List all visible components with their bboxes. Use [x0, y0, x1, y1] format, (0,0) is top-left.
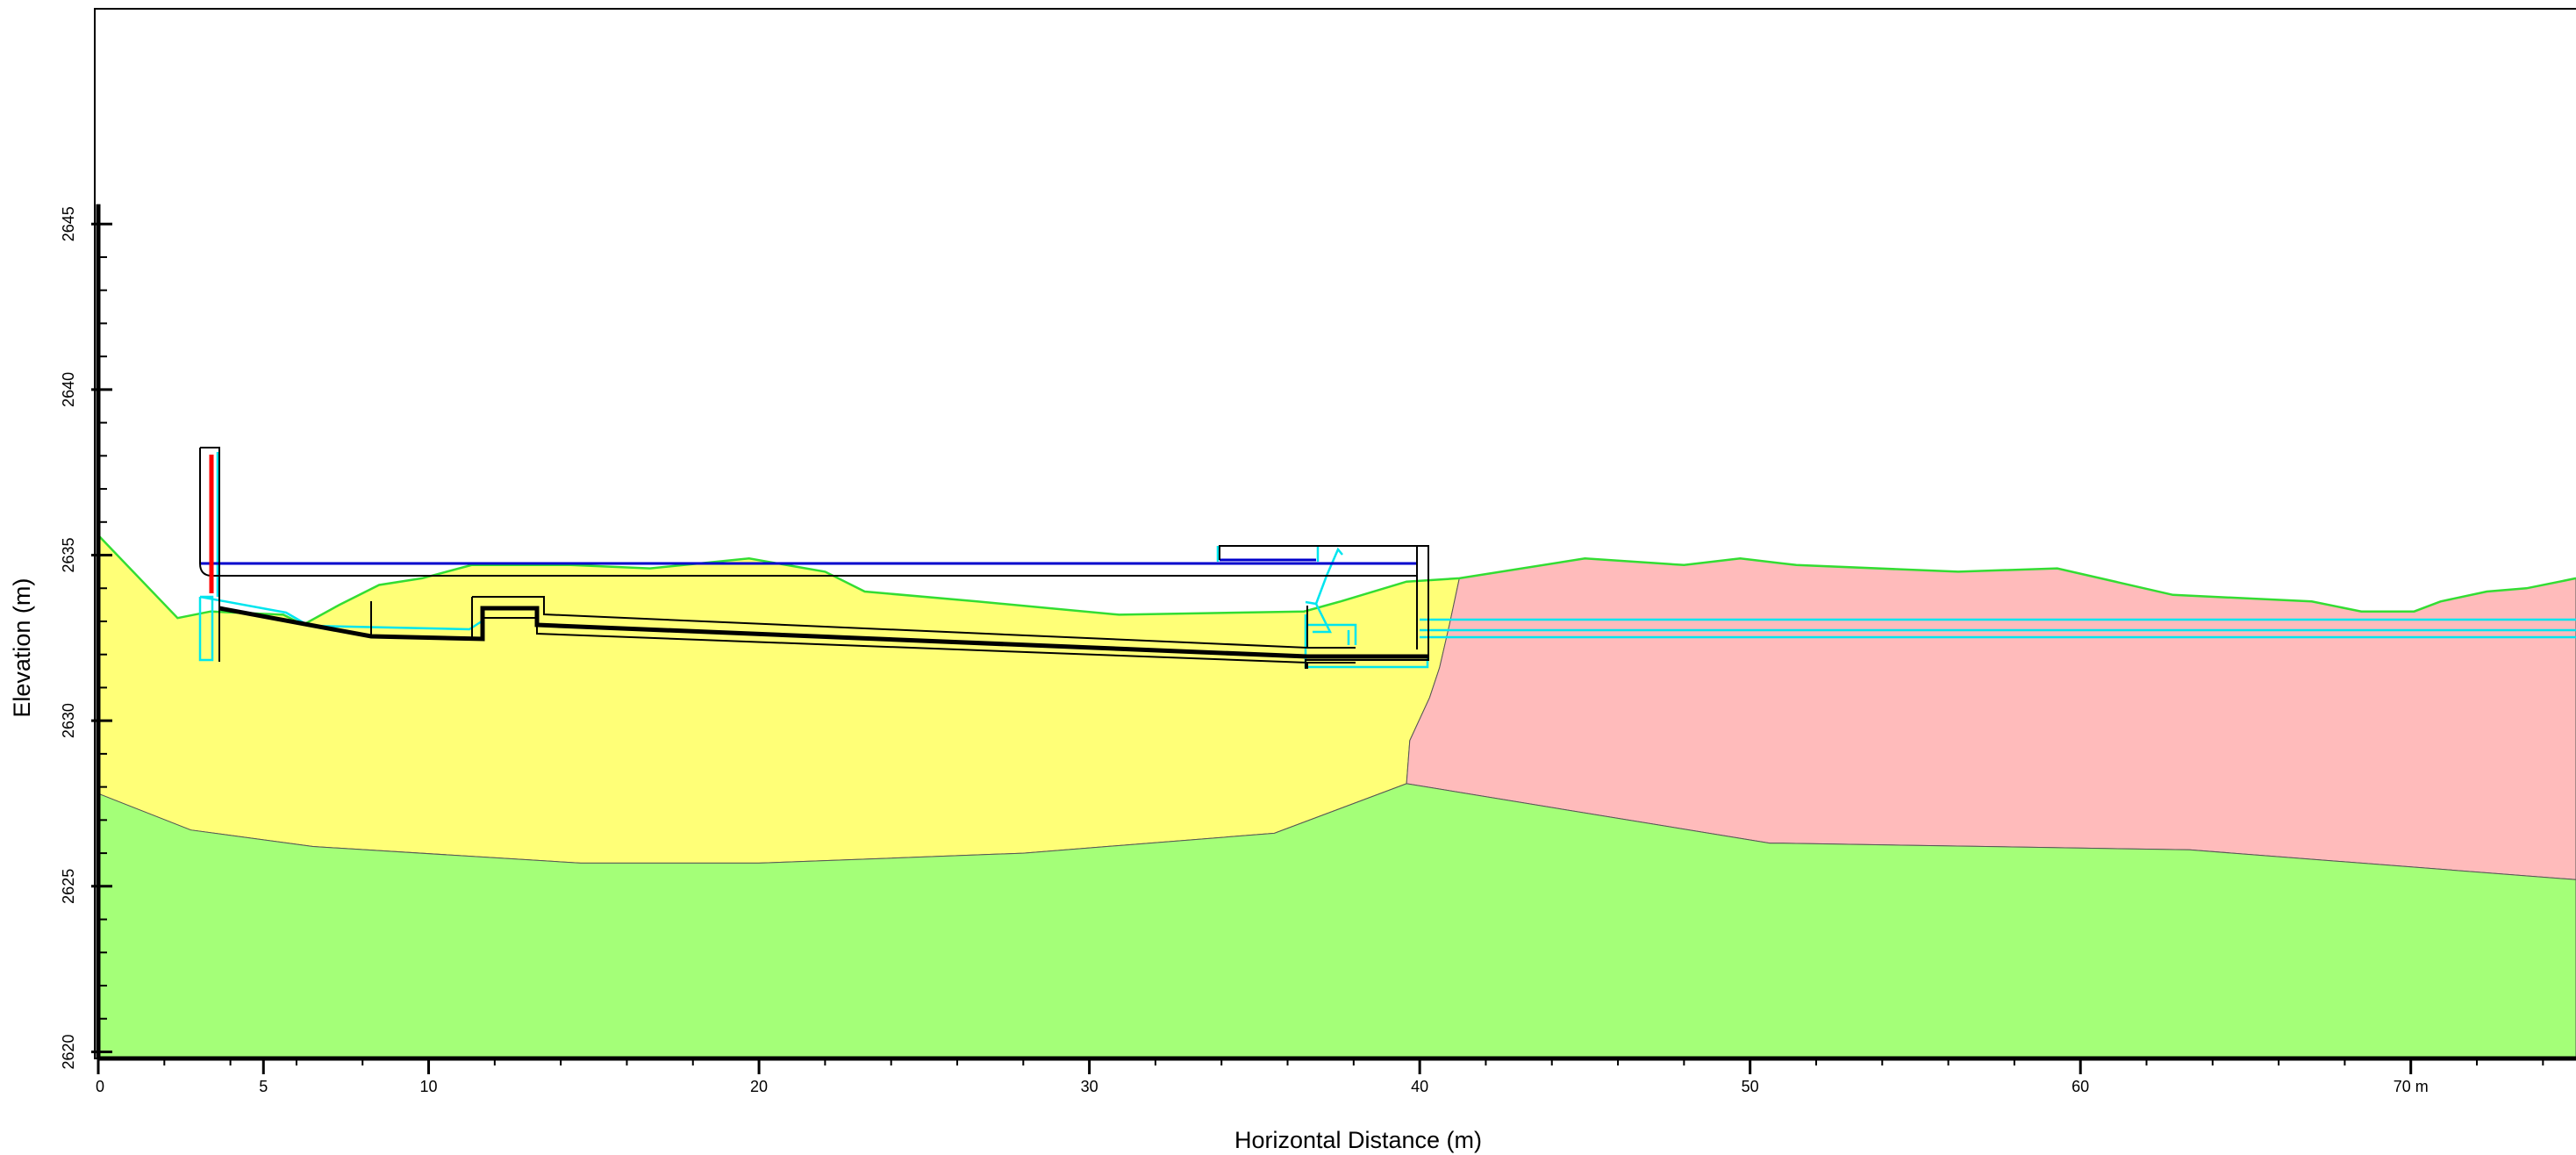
- x-tick-label: 30: [1081, 1078, 1098, 1095]
- x-tick-label: 70 m: [2394, 1078, 2429, 1095]
- ground-surface-line: [97, 534, 2576, 627]
- region-fill: [97, 534, 1460, 864]
- ground-lines: [97, 534, 2576, 627]
- material-regions: [97, 534, 2576, 1059]
- x-tick-label: 40: [1411, 1078, 1428, 1095]
- x-tick-label: 10: [420, 1078, 438, 1095]
- plot-frame: [94, 8, 2576, 1059]
- x-tick-label: 20: [750, 1078, 768, 1095]
- y-axis-ticks: 2620 2625 2630 2635 2640 2645: [60, 206, 112, 1069]
- reinforcement-strip: [218, 606, 1428, 659]
- y-tick-label: 2645: [60, 206, 77, 241]
- y-tick-label: 2635: [60, 538, 77, 573]
- region-foundation: [97, 783, 2576, 1059]
- water-line: [200, 558, 1417, 565]
- y-tick-label: 2630: [60, 703, 77, 738]
- x-tick-label: 0: [96, 1078, 104, 1095]
- y-tick-label: 2640: [60, 372, 77, 407]
- x-tick-label: 5: [259, 1078, 268, 1095]
- y-tick-label: 2625: [60, 869, 77, 904]
- y-axis-title: Elevation (m): [9, 578, 35, 718]
- x-axis-title: Horizontal Distance (m): [1234, 1127, 1482, 1153]
- y-tick-label: 2620: [60, 1034, 77, 1069]
- x-tick-label: 50: [1742, 1078, 1759, 1095]
- x-axis-ticks: 0 5 10 20 30 40 50 60 70 m: [96, 1058, 2544, 1095]
- x-tick-label: 60: [2072, 1078, 2089, 1095]
- retaining-structure: [198, 447, 2576, 669]
